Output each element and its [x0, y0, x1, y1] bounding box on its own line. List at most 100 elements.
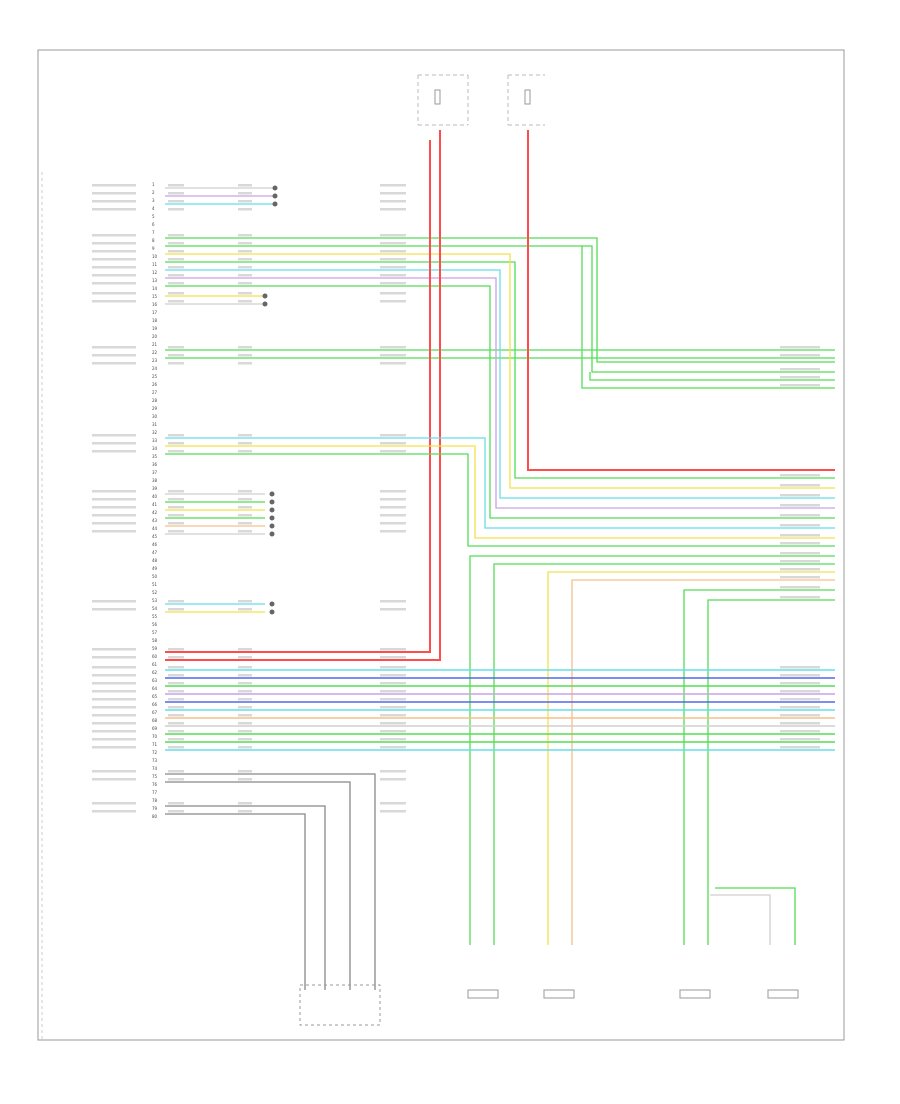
label-mark — [168, 506, 184, 509]
label-mark — [238, 490, 252, 493]
label-mark — [380, 184, 406, 187]
label-mark — [780, 738, 820, 741]
label-mark — [92, 362, 136, 365]
label-mark — [168, 498, 184, 501]
pin-number: 42 — [152, 510, 158, 515]
label-mark — [380, 648, 406, 651]
label-mark — [380, 738, 406, 741]
label-mark — [92, 354, 136, 357]
label-mark — [238, 506, 252, 509]
label-mark — [780, 474, 820, 477]
label-mark — [780, 706, 820, 709]
label-mark — [92, 250, 136, 253]
label-mark — [92, 730, 136, 733]
label-mark — [168, 282, 184, 285]
pin-number: 51 — [152, 582, 158, 587]
label-mark — [92, 810, 136, 813]
top-fuse-box-left — [417, 74, 469, 126]
label-mark — [168, 690, 184, 693]
label-mark — [92, 722, 136, 725]
pin-number: 72 — [152, 750, 158, 755]
label-mark — [380, 292, 406, 295]
label-mark — [780, 568, 820, 571]
label-mark — [380, 450, 406, 453]
label-mark — [780, 746, 820, 749]
pin-number: 60 — [152, 654, 158, 659]
label-mark — [238, 802, 252, 805]
pin-number: 14 — [152, 286, 158, 291]
pin-number: 1 — [152, 182, 155, 187]
pin-number: 46 — [152, 542, 158, 547]
label-mark — [168, 450, 184, 453]
label-mark — [780, 504, 820, 507]
label-mark — [780, 682, 820, 685]
label-mark — [168, 242, 184, 245]
label-mark — [238, 674, 252, 677]
label-mark — [168, 746, 184, 749]
label-mark — [168, 802, 184, 805]
label-mark — [238, 690, 252, 693]
label-mark — [380, 234, 406, 237]
label-mark — [380, 354, 406, 357]
label-mark — [168, 300, 184, 303]
pin-number: 33 — [152, 438, 158, 443]
unreadable-labels — [92, 184, 820, 813]
wire-group-bus — [165, 669, 835, 751]
pin-number: 29 — [152, 406, 158, 411]
label-mark — [238, 810, 252, 813]
pin-number: 58 — [152, 638, 158, 643]
pin-number: 6 — [152, 222, 155, 227]
label-mark — [238, 530, 252, 533]
label-mark — [238, 770, 252, 773]
label-mark — [380, 778, 406, 781]
label-mark — [380, 300, 406, 303]
label-mark — [92, 666, 136, 669]
label-mark — [92, 434, 136, 437]
pin-number: 15 — [152, 294, 158, 299]
wire-group-colored — [165, 187, 835, 519]
pin-number: 10 — [152, 254, 158, 259]
label-mark — [780, 722, 820, 725]
pin-number: 75 — [152, 774, 158, 779]
pin-number: 34 — [152, 446, 158, 451]
pin-number: 41 — [152, 502, 158, 507]
label-mark — [380, 346, 406, 349]
pin-number: 49 — [152, 566, 158, 571]
label-mark — [238, 738, 252, 741]
label-mark — [780, 730, 820, 733]
label-mark — [168, 266, 184, 269]
label-mark — [380, 706, 406, 709]
label-mark — [780, 542, 820, 545]
label-mark — [380, 506, 406, 509]
label-mark — [380, 530, 406, 533]
pin-number: 44 — [152, 526, 158, 531]
wire-group-speakers — [469, 555, 835, 945]
pin-number: 53 — [152, 598, 158, 603]
label-mark — [780, 586, 820, 589]
label-mark — [380, 690, 406, 693]
label-mark — [168, 362, 184, 365]
pin-number: 25 — [152, 374, 158, 379]
label-mark — [92, 258, 136, 261]
label-mark — [92, 690, 136, 693]
pin-number: 50 — [152, 574, 158, 579]
pin-number: 80 — [152, 814, 158, 819]
label-mark — [238, 250, 252, 253]
label-mark — [168, 184, 184, 187]
label-mark — [380, 746, 406, 749]
pin-number: 78 — [152, 798, 158, 803]
pin-number: 43 — [152, 518, 158, 523]
label-mark — [380, 656, 406, 659]
label-mark — [238, 266, 252, 269]
label-mark — [380, 674, 406, 677]
label-mark — [238, 200, 252, 203]
pin-number: 79 — [152, 806, 158, 811]
label-mark — [380, 200, 406, 203]
label-mark — [238, 498, 252, 501]
label-mark — [92, 346, 136, 349]
label-mark — [92, 698, 136, 701]
label-mark — [168, 674, 184, 677]
label-mark — [780, 354, 820, 357]
diagram-frame — [37, 49, 845, 1041]
